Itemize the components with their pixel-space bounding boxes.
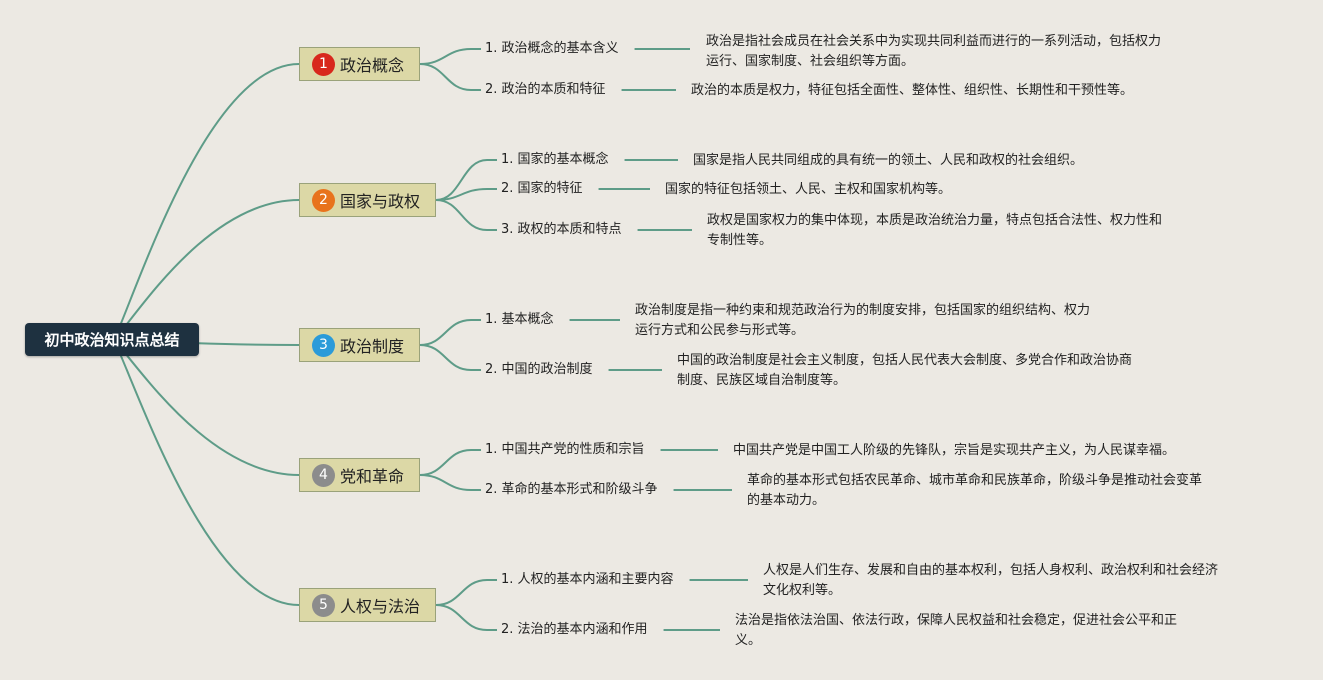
topic-4[interactable]: 4 党和革命 [299, 458, 420, 492]
description-line: 运行、国家制度、社会组织等方面。 [706, 54, 915, 69]
connector-topic-sub-2-3 [435, 199, 497, 231]
description-line: 政权是国家权力的集中体现，本质是政治统治力量，特点包括合法性、权力性和 [707, 213, 1163, 228]
connector-topic-sub-4-2 [419, 474, 481, 491]
connector-topic-sub-4-1 [419, 449, 481, 476]
description-line: 文化权利等。 [763, 583, 842, 598]
connector-topic-sub-3-2 [419, 344, 481, 371]
subtopic-description: 国家的特征包括领土、人民、主权和国家机构等。 [665, 180, 951, 200]
number-badge-icon: 4 [312, 463, 335, 487]
subtopic-description: 政权是国家权力的集中体现，本质是政治统治力量，特点包括合法性、权力性和专制性等。 [707, 211, 1162, 251]
subtopic-label[interactable]: 3. 政权的本质和特点 [501, 222, 622, 237]
connector-topic-sub-5-2 [435, 604, 497, 631]
subtopic-description: 政治是指社会成员在社会关系中为实现共同利益而进行的一系列活动，包括权力运行、国家… [706, 32, 1161, 72]
connector-topic-sub-5-1 [435, 579, 497, 606]
topic-title: 党和革命 [340, 467, 405, 486]
connector-topic-sub-1-1 [419, 48, 481, 65]
subtopic-description: 人权是人们生存、发展和自由的基本权利，包括人身权利、政治权利和社会经济文化权利等… [763, 561, 1218, 601]
subtopic-label[interactable]: 2. 革命的基本形式和阶级斗争 [485, 482, 658, 497]
connector-topic-sub-1-2 [419, 63, 481, 91]
description-line: 的基本动力。 [747, 493, 826, 508]
connector-topic-sub-3-1 [419, 319, 481, 346]
number-badge-icon: 3 [312, 333, 335, 357]
description-line: 政治制度是指一种约束和规范政治行为的制度安排，包括国家的组织结构、权力 [635, 303, 1091, 318]
root-topic[interactable]: 初中政治知识点总结 [25, 323, 199, 356]
subtopic-label[interactable]: 1. 国家的基本概念 [501, 152, 609, 167]
subtopic-label[interactable]: 1. 政治概念的基本含义 [485, 41, 619, 56]
description-line: 法治是指依法治国、依法行政，保障人民权益和社会稳定，促进社会公平和正 [735, 613, 1178, 628]
number-badge-icon: 5 [312, 593, 335, 617]
subtopic-label[interactable]: 1. 人权的基本内涵和主要内容 [501, 572, 674, 587]
topic-5[interactable]: 5 人权与法治 [299, 588, 436, 622]
topic-title: 政治概念 [340, 56, 405, 75]
subtopic-description: 法治是指依法治国、依法行政，保障人民权益和社会稳定，促进社会公平和正义。 [735, 611, 1177, 651]
subtopic-label[interactable]: 1. 中国共产党的性质和宗旨 [485, 442, 645, 457]
subtopic-description: 政治的本质是权力，特征包括全面性、整体性、组织性、长期性和干预性等。 [691, 81, 1133, 101]
topic-3[interactable]: 3 政治制度 [299, 328, 420, 362]
subtopic-description: 政治制度是指一种约束和规范政治行为的制度安排，包括国家的组织结构、权力运行方式和… [635, 301, 1090, 341]
topic-1[interactable]: 1 政治概念 [299, 47, 420, 81]
topic-title: 人权与法治 [340, 597, 421, 616]
description-line: 中国共产党是中国工人阶级的先锋队，宗旨是实现共产主义，为人民谋幸福。 [733, 443, 1176, 458]
description-line: 政治的本质是权力，特征包括全面性、整体性、组织性、长期性和干预性等。 [691, 83, 1134, 98]
subtopic-label[interactable]: 2. 法治的基本内涵和作用 [501, 622, 648, 637]
topic-2[interactable]: 2 国家与政权 [299, 183, 436, 217]
number-badge-icon: 2 [312, 188, 335, 212]
description-line: 制度、民族区域自治制度等。 [677, 373, 847, 388]
connector-root-topic-1 [113, 63, 300, 341]
description-line: 中国的政治制度是社会主义制度，包括人民代表大会制度、多党合作和政治协商 [677, 353, 1133, 368]
description-line: 运行方式和公民参与形式等。 [635, 323, 805, 338]
topic-title: 国家与政权 [340, 192, 421, 211]
subtopic-label[interactable]: 2. 国家的特征 [501, 181, 583, 196]
subtopic-description: 中国的政治制度是社会主义制度，包括人民代表大会制度、多党合作和政治协商制度、民族… [677, 351, 1132, 391]
subtopic-description: 革命的基本形式包括农民革命、城市革命和民族革命，阶级斗争是推动社会变革的基本动力… [747, 471, 1202, 511]
description-line: 人权是人们生存、发展和自由的基本权利，包括人身权利、政治权利和社会经济 [763, 563, 1219, 578]
description-line: 革命的基本形式包括农民革命、城市革命和民族革命，阶级斗争是推动社会变革 [747, 473, 1203, 488]
topic-title: 政治制度 [340, 337, 405, 356]
description-line: 国家是指人民共同组成的具有统一的领土、人民和政权的社会组织。 [693, 153, 1084, 168]
subtopic-label[interactable]: 1. 基本概念 [485, 312, 554, 327]
subtopic-label[interactable]: 2. 政治的本质和特征 [485, 82, 606, 97]
subtopic-label[interactable]: 2. 中国的政治制度 [485, 362, 593, 377]
description-line: 政治是指社会成员在社会关系中为实现共同利益而进行的一系列活动，包括权力 [706, 34, 1162, 49]
connector-topic-sub-2-1 [435, 159, 497, 201]
subtopic-description: 中国共产党是中国工人阶级的先锋队，宗旨是实现共产主义，为人民谋幸福。 [733, 441, 1175, 461]
connector-topic-sub-2-2 [435, 188, 497, 201]
connector-root-topic-5 [113, 339, 300, 606]
description-line: 国家的特征包括领土、人民、主权和国家机构等。 [665, 182, 952, 197]
number-badge-icon: 1 [312, 52, 335, 76]
description-line: 专制性等。 [707, 233, 773, 248]
description-line: 义。 [735, 633, 762, 648]
subtopic-description: 国家是指人民共同组成的具有统一的领土、人民和政权的社会组织。 [693, 151, 1083, 171]
